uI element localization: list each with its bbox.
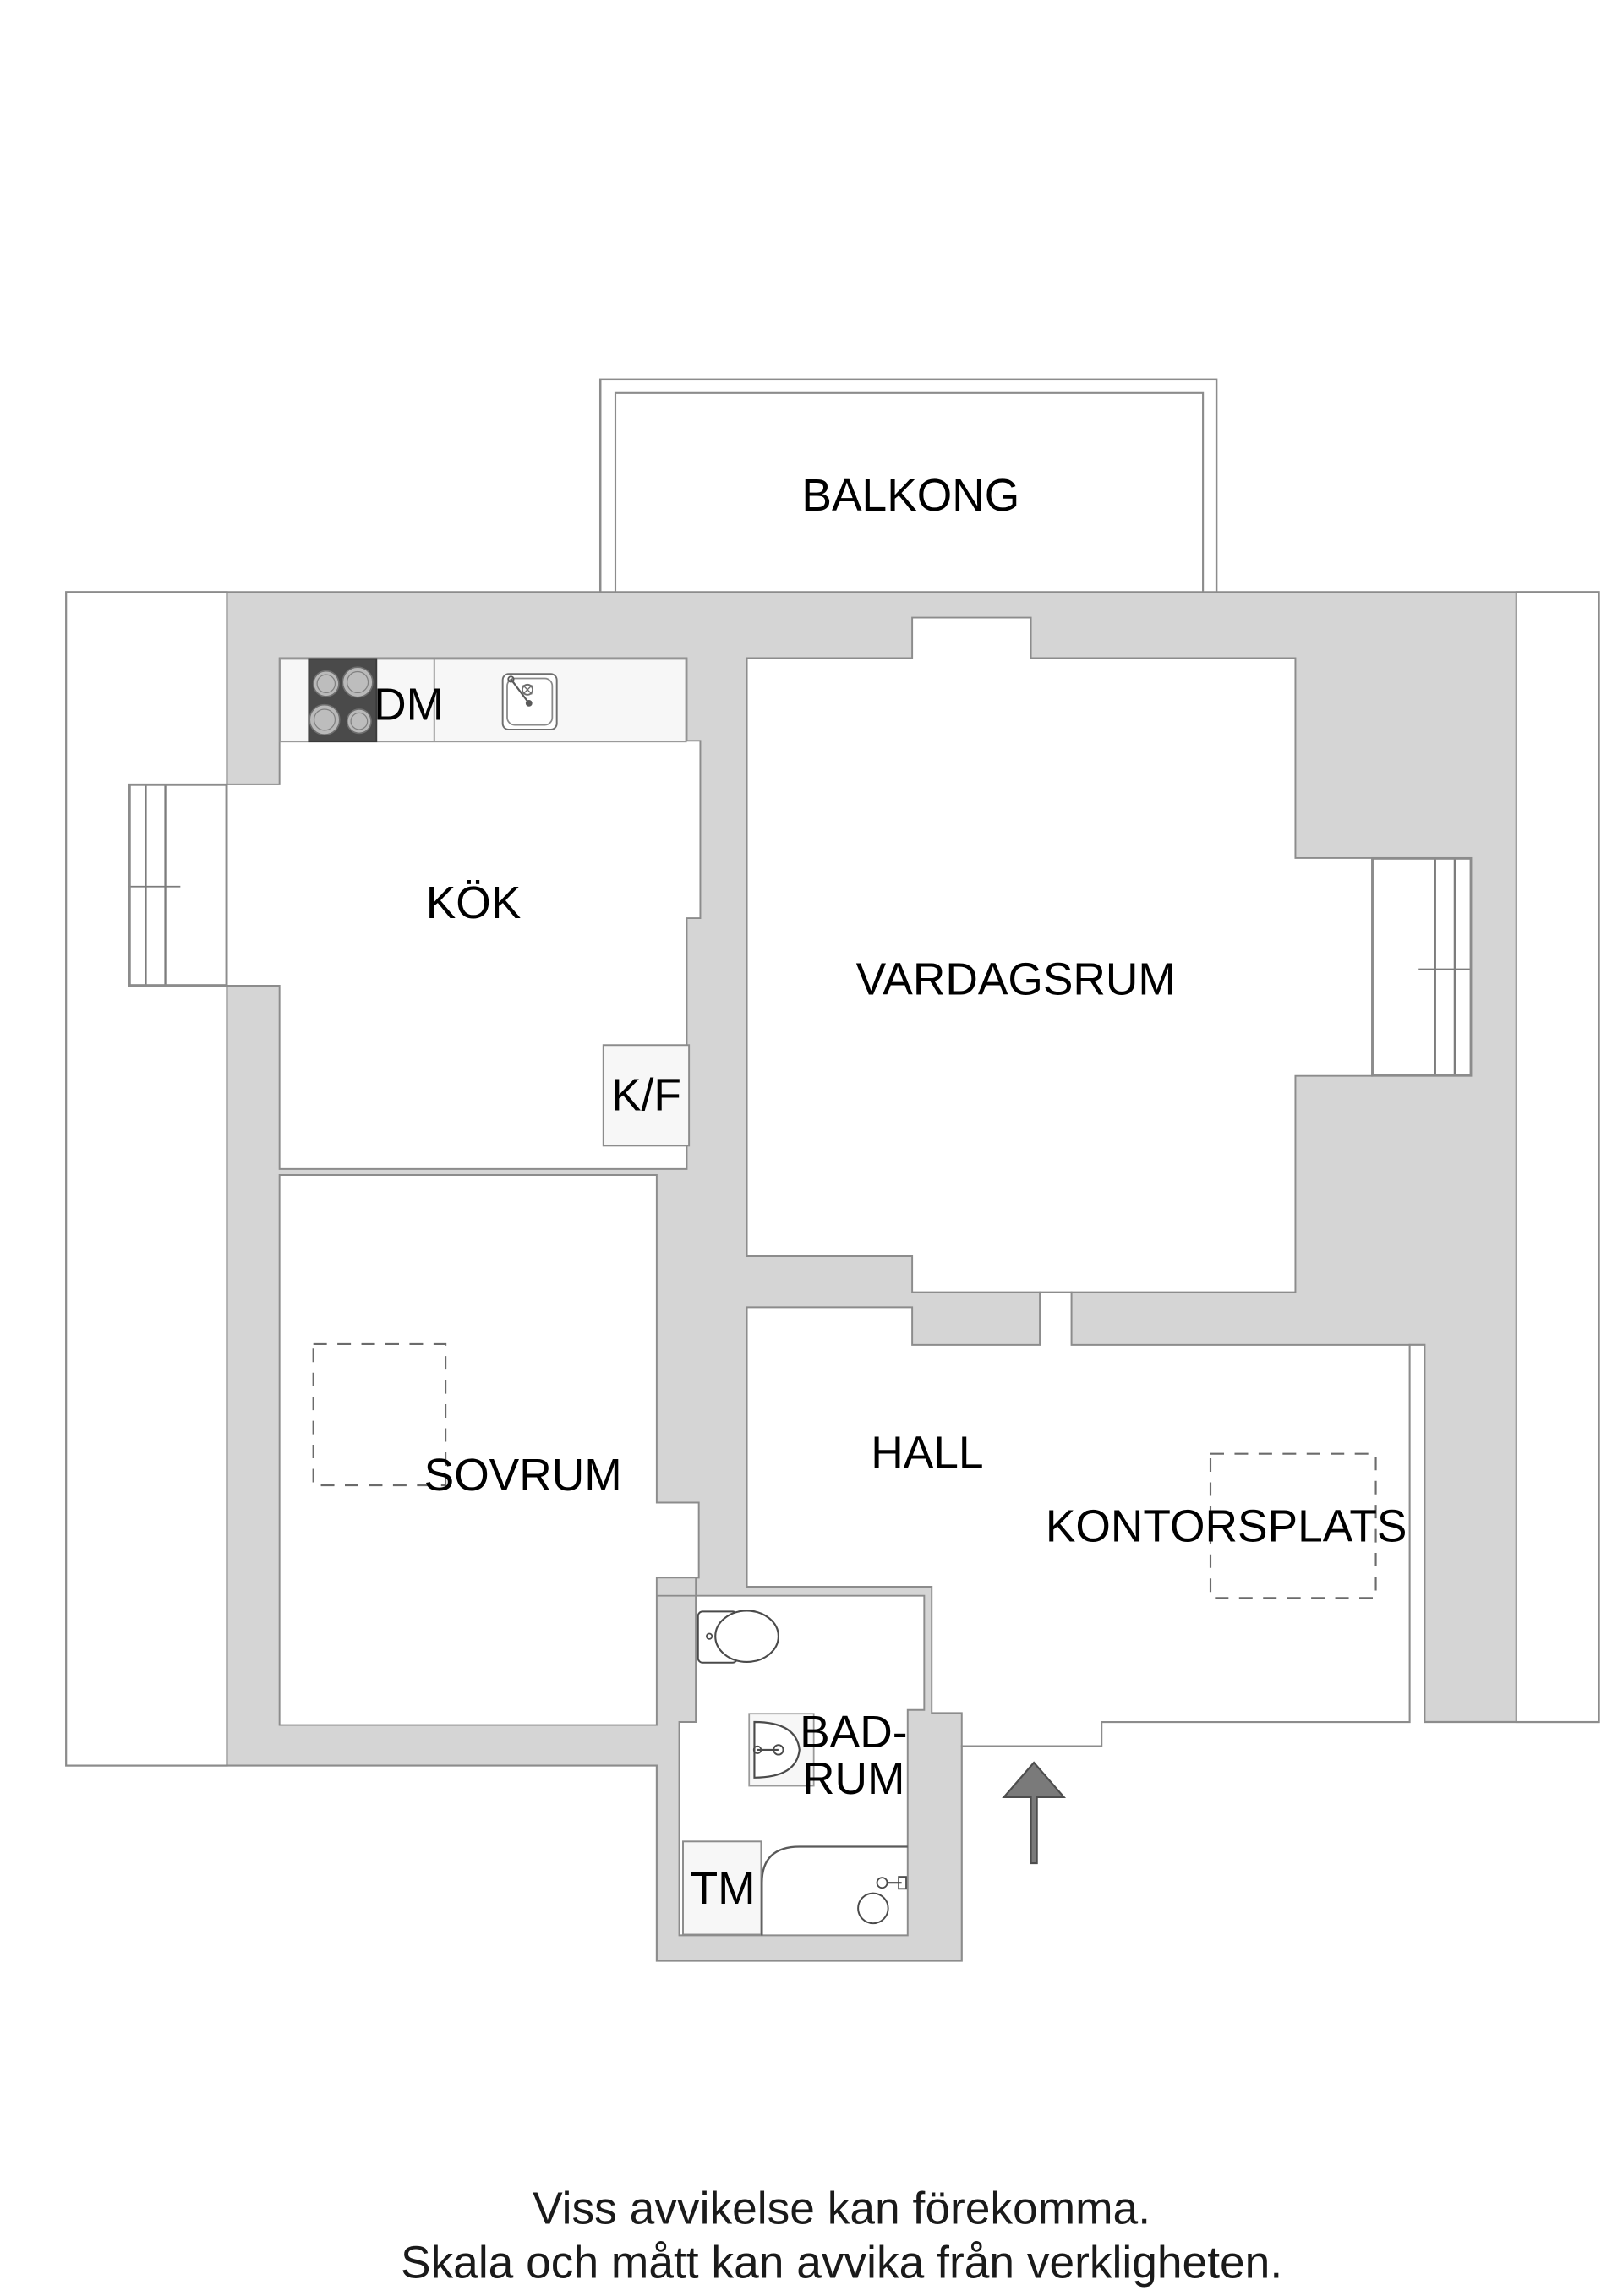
footer-disclaimer-line1: Viss avvikelse kan förekomma. [533, 2184, 1150, 2234]
kitchen-sink [501, 673, 558, 730]
shower-mixer [876, 1876, 907, 1890]
footer-disclaimer-line2: Skala och mått kan avvika från verklighe… [401, 2239, 1282, 2288]
room-label-badrum-line1: BAD- [800, 1708, 907, 1758]
fridge-freezer-box [602, 1044, 691, 1147]
kitchen-counter-group: DM [279, 658, 687, 743]
room-interior-sovrum [278, 1174, 700, 1726]
appliance-label-dm: DM [374, 680, 444, 730]
balcony-inner-outline [614, 391, 1205, 603]
stove-burners [309, 666, 374, 735]
toilet [697, 1610, 779, 1664]
room-label-badrum-line2: RUM [802, 1754, 904, 1804]
appliance-label-tm: TM [691, 1864, 756, 1914]
window-recess-right [1371, 856, 1473, 1077]
wall-left-outer-white [65, 591, 228, 1767]
entrance-direction-arrow [1002, 1761, 1067, 1865]
washbasin [748, 1713, 815, 1787]
desk-placeholder-dashed [1209, 1452, 1377, 1599]
room-label-kok: KÖK [426, 878, 522, 928]
balcony-group: BALKONG [598, 378, 1218, 604]
fridge-freezer-group: K/F [602, 1044, 691, 1147]
shower-floor-drain [857, 1892, 889, 1925]
window-recess-left [128, 783, 228, 987]
washing-machine: TM [682, 1840, 762, 1936]
room-label-hall: HALL [871, 1428, 983, 1478]
room-label-vardagsrum: VARDAGSRUM [856, 955, 1176, 1005]
room-interior-vardagsrum [746, 616, 1374, 1346]
room-interior-hall [746, 1291, 1411, 1747]
room-label-balkong: BALKONG [801, 471, 1019, 521]
wall-nub-wc-divider [656, 1577, 697, 1597]
bed-placeholder-dashed [312, 1342, 447, 1487]
wall-right-outer-white [1515, 591, 1600, 1724]
appliance-label-kf: K/F [611, 1070, 681, 1120]
bathroom-fixtures: BAD- RUM TM [682, 1610, 908, 1936]
room-label-sovrum: SOVRUM [424, 1451, 622, 1501]
window-right [1372, 857, 1472, 1076]
shower [761, 1845, 908, 1936]
room-label-kontorsplats: KONTORSPLATS [1046, 1502, 1407, 1552]
window-left [128, 784, 227, 987]
